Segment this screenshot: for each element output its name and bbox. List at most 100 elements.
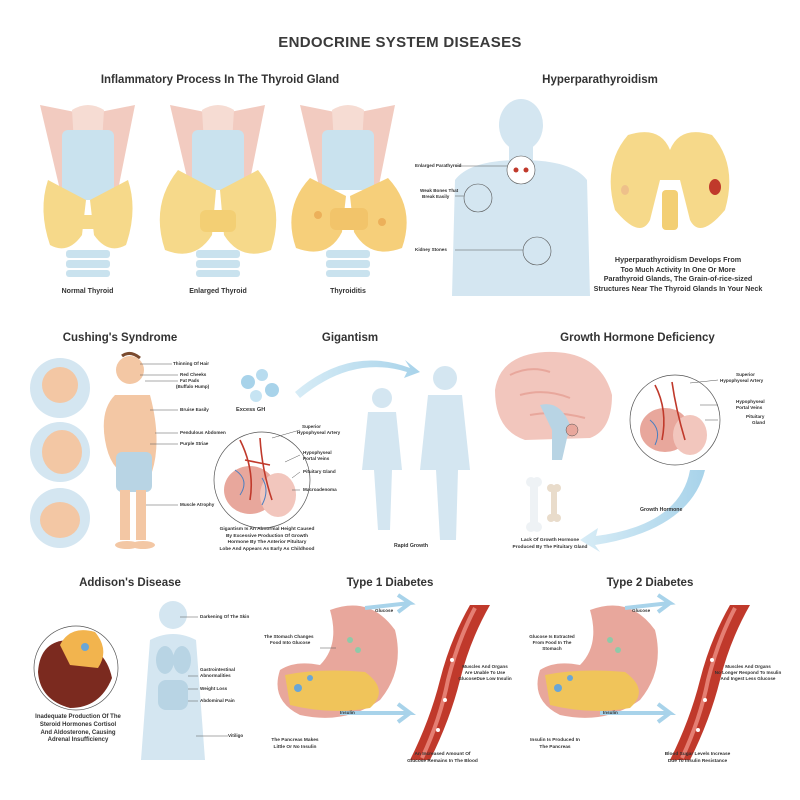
label-rapid-growth: Rapid Growth — [394, 543, 429, 549]
label-insulin: Insulin — [340, 710, 355, 715]
label-portal-veins: Portal Veins — [736, 405, 763, 410]
t1-bl-line: The Pancreas Makes — [271, 738, 319, 743]
hpt-desc-line: Structures Near The Thyroid Glands In Yo… — [593, 283, 763, 293]
label-abnormalities: Abnormalities — [200, 673, 231, 678]
label-buffalo-hump: (Buffalo Hump) — [176, 384, 210, 389]
growth-hormone-arrow — [580, 470, 705, 552]
t1-bl-line: Little Or No Insulin — [273, 744, 317, 750]
label-red-cheeks: Red Cheeks — [180, 372, 207, 377]
gig-desc-line: By Excessive Production Of Growth — [225, 533, 309, 539]
type2-blood-vessel — [670, 605, 750, 760]
label-growth-hormone: Growth Hormone — [640, 507, 683, 513]
label-weak-bones-2: Break Easily — [422, 194, 450, 199]
label-macroadenoma: Macroadenoma — [303, 487, 337, 492]
caption-enlarged-thyroid: Enlarged Thyroid — [189, 288, 247, 295]
label-hypophyseal: Hypophyseal — [303, 450, 332, 455]
normal-thyroid-illustration — [40, 105, 135, 277]
label-bruise-easily: Bruise Easily — [180, 407, 209, 412]
addisons-body-illustration — [141, 601, 228, 760]
ghd-title: Growth Hormone Deficiency — [560, 332, 715, 344]
label-purple-striae: Purple Striae — [180, 441, 209, 446]
cushings-detail-circles — [30, 358, 90, 548]
type1-blood-text: An Increased Amount Of Glucose Remains I… — [395, 752, 490, 765]
ghd-desc-line: Lack Of Growth Hormone — [520, 538, 580, 543]
label-pituitary: Pituitary — [746, 414, 765, 419]
type2-blood-text: Blood Sugar Levels Increase Due To Insul… — [650, 752, 745, 765]
type2-pancreas-text: Insulin Is Produced In The Pancreas — [515, 738, 595, 751]
gigantism-figures — [362, 366, 470, 540]
label-kidney-stones: Kidney Stones — [415, 247, 447, 252]
type1-digestive-illustration — [277, 593, 416, 724]
t2-bl-line: The Pancreas — [539, 744, 571, 750]
label-muscles-organs: Muscles And Organs — [462, 664, 508, 669]
cushings-title: Cushing's Syndrome — [62, 332, 178, 344]
gigantism-pituitary-circle — [213, 429, 311, 529]
hpt-desc-line: Too Much Activity In One Or More — [620, 264, 736, 274]
bones-illustration — [526, 477, 561, 532]
label-gland: Gland — [752, 420, 766, 425]
ghd-desc-line: Produced By The Pituitary Gland — [512, 544, 588, 550]
label-due-low-insulin: GlucoseDue Low Insulin — [458, 676, 512, 681]
brain-illustration — [495, 351, 612, 460]
gigantism-description: Gigantism Is An Abnormal Height Caused B… — [212, 527, 322, 553]
label-vitiligo: Vitiligo — [228, 733, 244, 738]
label-enlarged-parathyroid: Enlarged Parathyroid — [415, 163, 462, 168]
excess-gh-bubbles — [241, 369, 279, 402]
add-desc-line: Inadequate Production Of The — [35, 714, 121, 720]
hyperparathyroid-body-illustration — [452, 99, 590, 296]
add-desc-line: Steroid Hormones Cortisol — [39, 721, 117, 728]
caption-thyroiditis: Thyroiditis — [330, 288, 366, 295]
gigantism-title: Gigantism — [321, 332, 379, 344]
add-desc-line: And Aldosterone, Causing — [40, 729, 116, 736]
label-muscle-atrophy: Muscle Atrophy — [180, 502, 215, 507]
cushings-body-illustration — [103, 351, 178, 549]
hyperparathyroidism-description: Hyperparathyroidism Develops From Too Mu… — [578, 255, 778, 293]
label-insulin: Insulin — [603, 710, 618, 715]
gigantism-arrow — [295, 360, 420, 398]
thyroiditis-illustration — [291, 105, 407, 277]
type2-digestive-illustration — [537, 593, 676, 724]
type1-title: Type 1 Diabetes — [346, 577, 434, 589]
adrenal-gland-circle — [33, 625, 119, 711]
label-superior: Superior — [302, 424, 321, 429]
addisons-description: Inadequate Production Of The Steroid Hor… — [22, 714, 134, 745]
label-pituitary-gland: Pituitary Gland — [303, 469, 336, 474]
t2-br-line: Due To Insulin Resistance — [667, 758, 728, 764]
label-hypophyseal-artery: Hypophyseal Artery — [297, 430, 341, 435]
label-food-into-glucose: Food Into Glucose — [270, 640, 311, 645]
caption-normal-thyroid: Normal Thyroid — [61, 288, 114, 295]
label-abdominal-pain: Abdominal Pain — [200, 698, 235, 703]
label-gastrointestinal: Gastrointestinal — [200, 667, 235, 672]
label-glucose-extracted: Glucose Is Extracted — [529, 634, 575, 639]
t1-br-line: An Increased Amount Of — [414, 752, 471, 757]
label-no-longer-respond: No Longer Respond To Insulin — [714, 670, 782, 675]
label-glucose: Glucose — [632, 608, 651, 613]
label-hypophyseal-artery: Hypophyseal Artery — [720, 378, 764, 383]
label-from-food: From Food In The — [532, 640, 572, 645]
thyroid-section-title: Inflammatory Process In The Thyroid Glan… — [100, 74, 340, 86]
gig-desc-line: Hormone By The Anterior Pituitary — [227, 540, 307, 546]
t2-br-line: Blood Sugar Levels Increase — [664, 752, 731, 757]
label-ingest-less: And Ingest Less Glucose — [720, 676, 776, 681]
ghd-pituitary-circle — [629, 374, 721, 466]
addisons-title: Addison's Disease — [79, 577, 181, 589]
parathyroid-gland-illustration — [610, 132, 730, 230]
page-title: ENDOCRINE SYSTEM DISEASES — [278, 34, 522, 51]
hyperparathyroidism-title: Hyperparathyroidism — [542, 74, 658, 86]
label-portal-veins: Portal Veins — [303, 456, 330, 461]
label-stomach-changes: The Stomach Changes — [264, 634, 314, 639]
enlarged-thyroid-illustration — [159, 105, 277, 277]
label-pendulous-abdomen: Pendulous Abdomen — [180, 430, 226, 435]
gig-desc-line: Gigantism Is An Abnormal Height Caused — [219, 527, 315, 532]
hpt-desc-line: Hyperparathyroidism Develops From — [614, 255, 742, 264]
type2-title: Type 2 Diabetes — [606, 577, 694, 589]
label-superior: Superior — [736, 372, 755, 377]
type1-blood-vessel — [410, 605, 490, 760]
label-darkening-skin: Darkening Of The Skin — [200, 614, 250, 619]
label-unable-to-use: Are Unable To Use — [464, 670, 506, 675]
label-hypophyseal: Hypophyseal — [736, 399, 765, 404]
label-excess-gh: Excess GH — [236, 407, 266, 413]
label-thinning-hair: Thinning Of Hair — [173, 361, 209, 366]
ghd-description: Lack Of Growth Hormone Produced By The P… — [490, 538, 610, 551]
